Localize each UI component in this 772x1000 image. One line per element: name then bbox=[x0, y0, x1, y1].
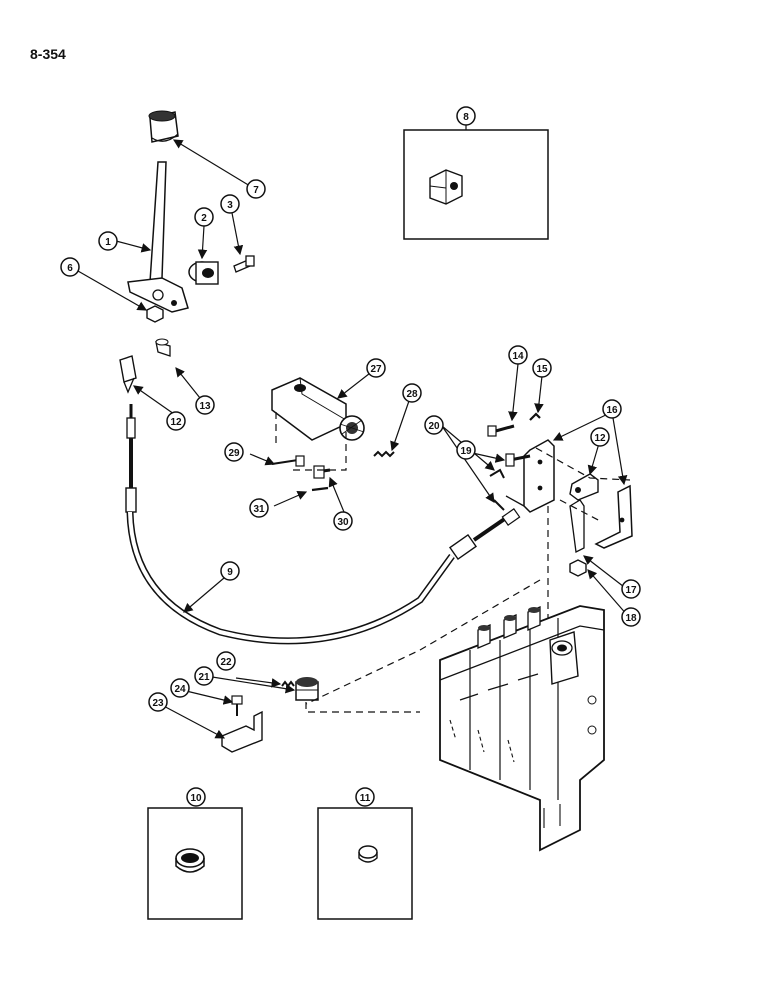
callout-24: 24 bbox=[170, 678, 190, 698]
inset-box-11 bbox=[317, 807, 413, 920]
svg-text:22: 22 bbox=[220, 657, 232, 668]
callout-12-left: 12 bbox=[166, 411, 186, 431]
pin-part-29 bbox=[271, 455, 305, 467]
spring-part-28 bbox=[373, 450, 395, 458]
callout-19: 19 bbox=[456, 440, 476, 460]
callout-8: 8 bbox=[456, 106, 476, 126]
callout-21: 21 bbox=[194, 666, 214, 686]
callout-16: 16 bbox=[602, 399, 622, 419]
svg-text:23: 23 bbox=[152, 698, 164, 709]
callout-20: 20 bbox=[424, 415, 444, 435]
pin-part-31 bbox=[311, 486, 329, 492]
svg-text:21: 21 bbox=[198, 672, 210, 683]
svg-text:9: 9 bbox=[227, 567, 233, 578]
svg-text:27: 27 bbox=[370, 364, 382, 375]
callout-13: 13 bbox=[195, 395, 215, 415]
svg-text:24: 24 bbox=[174, 684, 186, 695]
svg-text:7: 7 bbox=[253, 185, 259, 196]
svg-text:28: 28 bbox=[406, 389, 418, 400]
callout-17: 17 bbox=[621, 579, 641, 599]
svg-text:10: 10 bbox=[190, 793, 202, 804]
svg-text:8: 8 bbox=[463, 112, 469, 123]
svg-text:30: 30 bbox=[337, 517, 349, 528]
pin-part-20 bbox=[489, 468, 505, 511]
callout-7: 7 bbox=[246, 179, 266, 199]
svg-text:18: 18 bbox=[625, 613, 637, 624]
callout-1: 1 bbox=[98, 231, 118, 251]
pin-part-15 bbox=[529, 412, 541, 421]
cable-part-9 bbox=[125, 404, 521, 645]
svg-text:2: 2 bbox=[201, 213, 207, 224]
svg-text:12: 12 bbox=[170, 417, 182, 428]
spring-part-22 bbox=[281, 680, 295, 688]
nut-part-6 bbox=[146, 305, 164, 323]
svg-text:1: 1 bbox=[105, 237, 111, 248]
bolt-part-14 bbox=[487, 424, 515, 437]
nut-part-18 bbox=[569, 559, 587, 577]
screw-part-24 bbox=[231, 695, 243, 716]
callout-18: 18 bbox=[621, 607, 641, 627]
callout-2: 2 bbox=[194, 207, 214, 227]
callout-28: 28 bbox=[402, 383, 422, 403]
clevis-part-12-left bbox=[119, 355, 137, 394]
lever-part-1 bbox=[127, 161, 189, 313]
callout-9: 9 bbox=[220, 561, 240, 581]
bolt-part-19 bbox=[505, 453, 531, 467]
svg-text:19: 19 bbox=[460, 446, 472, 457]
svg-text:14: 14 bbox=[512, 351, 524, 362]
bracket-part-16-left bbox=[505, 439, 555, 513]
knob-part-7 bbox=[148, 110, 179, 143]
bracket-part-16-right bbox=[594, 484, 633, 549]
callout-31: 31 bbox=[249, 498, 269, 518]
svg-text:3: 3 bbox=[227, 200, 233, 211]
callout-3: 3 bbox=[220, 194, 240, 214]
callout-30: 30 bbox=[333, 511, 353, 531]
svg-text:31: 31 bbox=[253, 504, 265, 515]
svg-text:15: 15 bbox=[536, 364, 548, 375]
screw-part-30 bbox=[313, 465, 331, 479]
inset-box-8 bbox=[403, 129, 549, 240]
callout-10: 10 bbox=[186, 787, 206, 807]
svg-text:20: 20 bbox=[428, 421, 440, 432]
valve-spools bbox=[477, 606, 541, 649]
leader-lines bbox=[77, 124, 629, 739]
pivot-part-2 bbox=[188, 261, 219, 285]
callout-23: 23 bbox=[148, 692, 168, 712]
callout-6: 6 bbox=[60, 257, 80, 277]
control-valve-assembly bbox=[439, 605, 605, 852]
pin-part-13 bbox=[155, 338, 171, 357]
callout-11: 11 bbox=[355, 787, 375, 807]
inset-box-10 bbox=[147, 807, 243, 920]
callout-14: 14 bbox=[508, 345, 528, 365]
bracket-part-23 bbox=[221, 710, 263, 753]
callout-27: 27 bbox=[366, 358, 386, 378]
bracket-part-27 bbox=[271, 377, 365, 441]
svg-text:16: 16 bbox=[606, 405, 618, 416]
callout-15: 15 bbox=[532, 358, 552, 378]
svg-text:13: 13 bbox=[199, 401, 211, 412]
callout-22: 22 bbox=[216, 651, 236, 671]
callout-12-right: 12 bbox=[590, 427, 610, 447]
page-number: 8-354 bbox=[30, 46, 66, 62]
callout-29: 29 bbox=[224, 442, 244, 462]
bolt-part-3 bbox=[233, 255, 255, 273]
svg-text:29: 29 bbox=[228, 448, 240, 459]
knob-part-21 bbox=[295, 677, 319, 701]
svg-text:17: 17 bbox=[625, 585, 637, 596]
svg-text:6: 6 bbox=[67, 263, 73, 274]
screw-part-17 bbox=[569, 499, 585, 553]
svg-text:12: 12 bbox=[594, 433, 606, 444]
svg-text:11: 11 bbox=[360, 793, 371, 804]
